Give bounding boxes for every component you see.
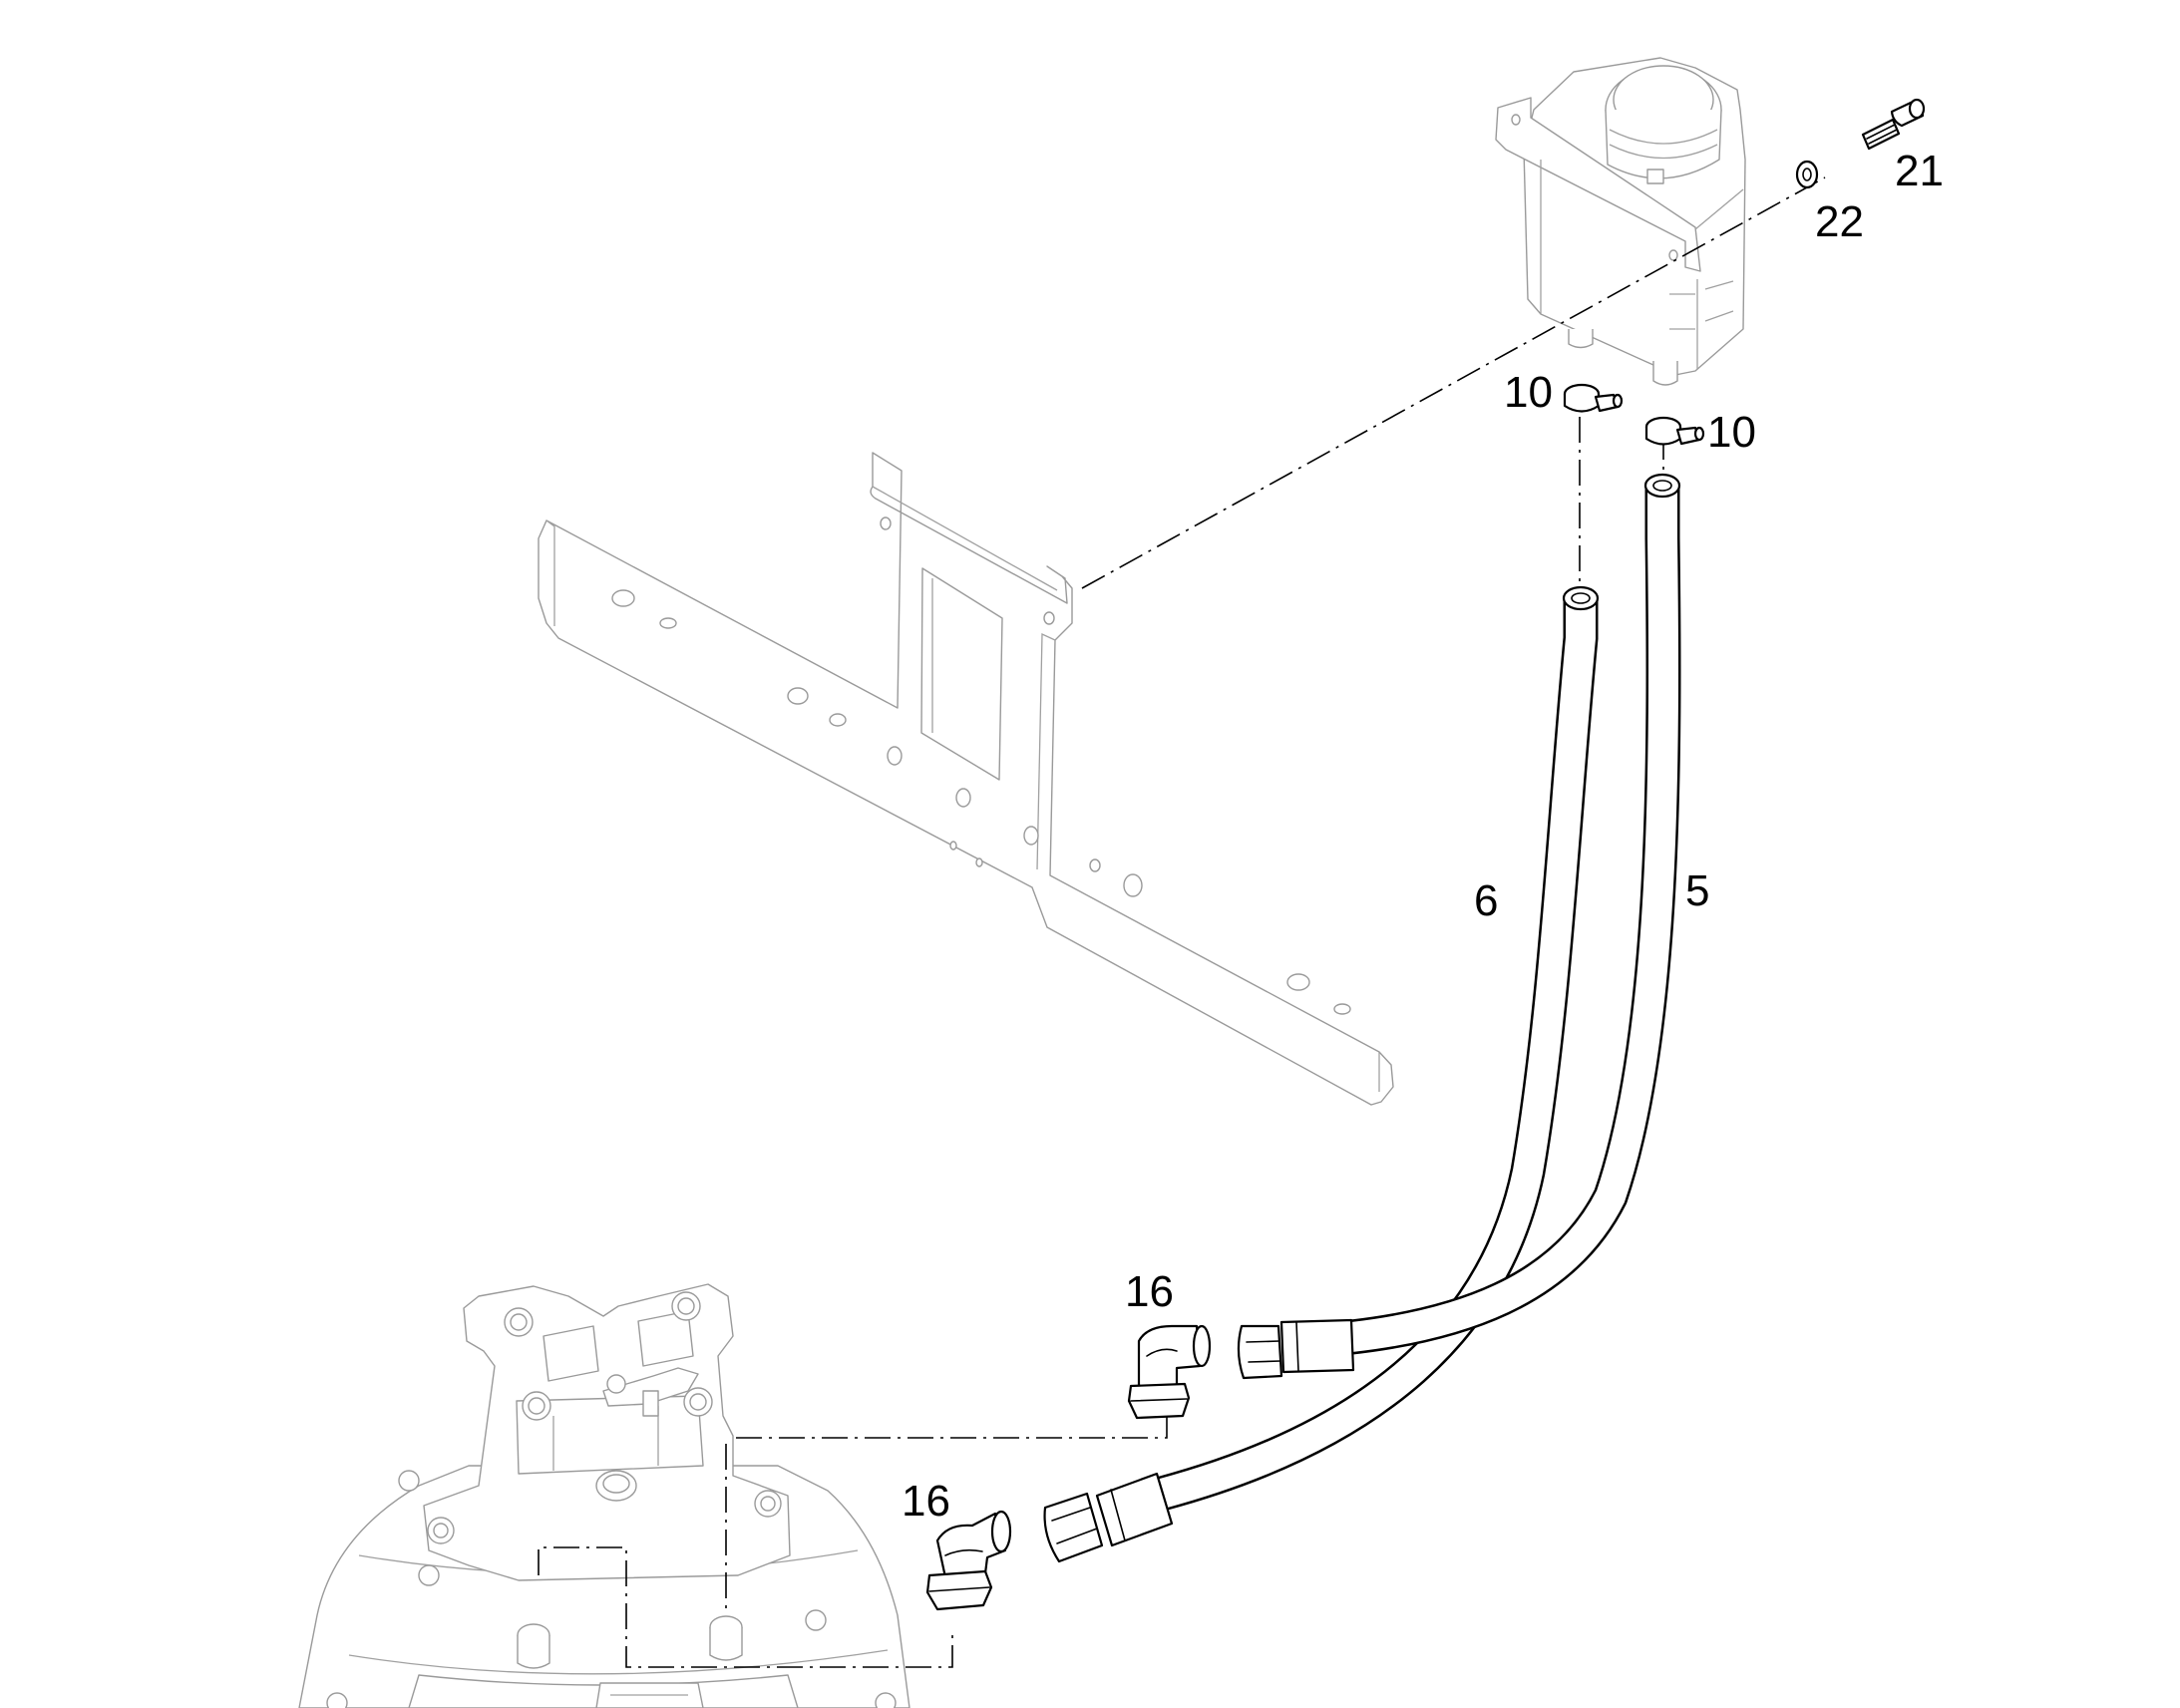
hose-6-open-end [1562, 585, 1600, 611]
callout-elbow-lower: 16 [902, 1477, 950, 1526]
callout-hose-6: 6 [1474, 876, 1498, 925]
hose-fitting-lower [1043, 1472, 1174, 1563]
hydraulic-motor [298, 1283, 910, 1708]
mounting-bracket [538, 452, 1394, 1106]
hose-6 [1157, 585, 1600, 1511]
hose-5 [1304, 473, 1681, 1359]
callout-elbow-upper: 16 [1125, 1267, 1174, 1316]
hose-fitting-upper [1237, 1318, 1355, 1380]
washer [1795, 160, 1819, 189]
center-lines [538, 176, 1826, 1668]
bolt [1861, 98, 1926, 151]
oil-reservoir [1495, 57, 1746, 386]
callout-washer: 22 [1815, 197, 1864, 246]
elbow-fitting-lower [925, 1510, 1012, 1611]
callout-clamp-left: 10 [1504, 368, 1553, 417]
callout-clamp-right: 10 [1707, 408, 1756, 457]
hose-clamp-left [1563, 383, 1624, 413]
hose-5-open-end [1643, 473, 1681, 499]
hose-clamp-right [1644, 416, 1705, 446]
callout-bolt: 21 [1895, 147, 1944, 195]
callout-hose-5: 5 [1685, 866, 1709, 915]
elbow-fitting-upper [1127, 1324, 1212, 1420]
